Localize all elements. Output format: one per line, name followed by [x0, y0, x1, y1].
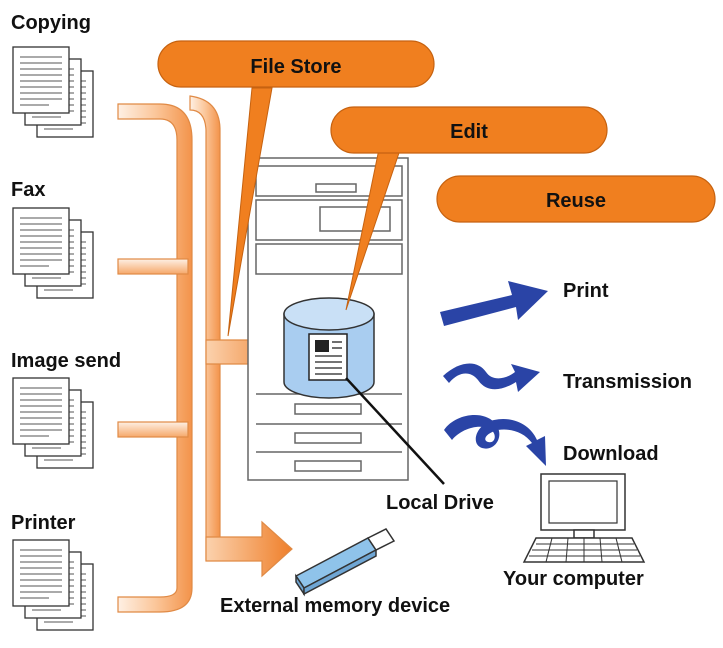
document-stack-icon [12, 539, 94, 631]
file-store-callout-pointer [227, 87, 273, 337]
transmission-label: Transmission [563, 371, 692, 393]
print-label: Print [563, 280, 609, 302]
local-drive-leader [345, 377, 445, 485]
download-arrow [444, 415, 546, 466]
your-computer-label: Your computer [503, 568, 644, 590]
source-label-printer: Printer [11, 512, 76, 534]
document-stack-icon [12, 207, 94, 299]
source-label-fax: Fax [11, 179, 45, 201]
file-store-callout [157, 40, 435, 88]
document-stack-icon [12, 377, 94, 469]
transmission-arrow [443, 363, 540, 392]
external-memory-label: External memory device [220, 595, 450, 617]
computer-icon [522, 473, 646, 563]
source-label-image-send: Image send [11, 350, 121, 372]
reuse-label: Reuse [546, 190, 606, 212]
download-label: Download [563, 443, 659, 465]
reuse-callout [436, 175, 716, 223]
flow-pipes [117, 95, 221, 613]
usb-memory-icon [294, 528, 396, 597]
flow-arrow-to-memory [205, 520, 293, 578]
print-arrow [440, 281, 548, 326]
source-label-copying: Copying [11, 12, 91, 34]
edit-label: Edit [450, 121, 488, 143]
document-stack-icon [12, 46, 94, 138]
edit-callout [330, 106, 608, 154]
file-store-label: File Store [250, 56, 341, 78]
local-drive-label: Local Drive [386, 492, 494, 514]
local-drive-icon [283, 297, 375, 399]
